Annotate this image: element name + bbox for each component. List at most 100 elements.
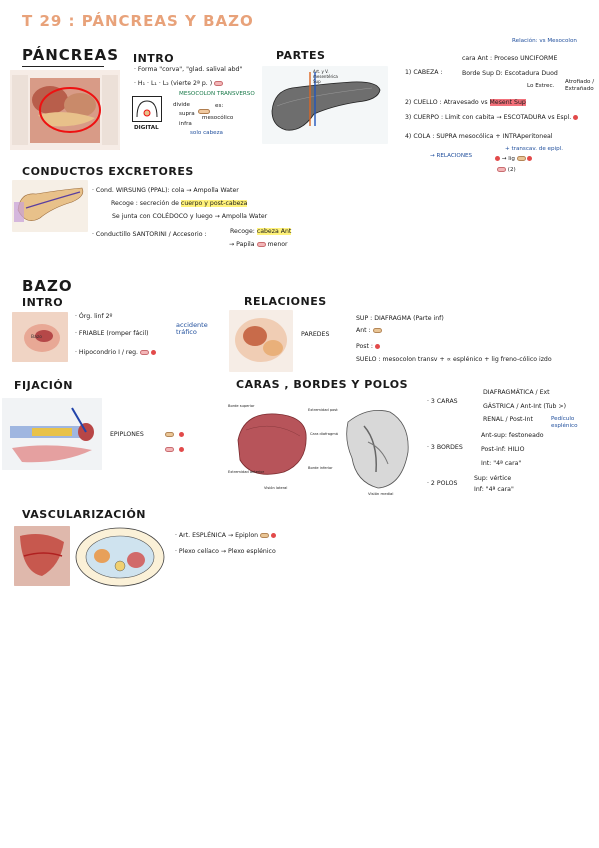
- mesocolon-label: MESOCOLON TRANSVERSO: [179, 91, 255, 97]
- intestine-icon: [497, 167, 506, 172]
- label-extremidad-anterior: Extremidad anterior: [228, 470, 265, 474]
- rel-line-1: + transcav. de epipl.: [505, 146, 563, 152]
- cabeza-ant-highlight: cabeza Ant: [256, 228, 292, 235]
- mesocolico-label: mesocólico: [202, 115, 234, 121]
- vasc-line-2: · Plexo celíaco → Plexo esplénico: [175, 548, 276, 555]
- epiplones-label: EPIPLONES: [110, 431, 144, 438]
- cabeza-atrofiado: Atrofiado / Extrañado: [565, 79, 595, 92]
- bazo-intro-line-2: · FRIABLE (romper fácil): [75, 330, 149, 337]
- vasc-line-1: · Art. ESPLÉNICA → Epiplon: [175, 532, 276, 540]
- kidney-icon-2: [165, 447, 174, 452]
- pancreas-intro-heading: INTRO: [133, 52, 175, 65]
- spleen-lateral-labels: Borde superior Extremidad posterior Cara…: [224, 400, 346, 492]
- solo-cabeza-label: solo cabeza: [190, 130, 223, 136]
- santorini-recoge-label: Recoge:: [230, 228, 255, 235]
- rel-line-3-text: (2): [507, 167, 516, 173]
- relaciones-suelo: SUELO : mesocolon transv + ∝ esplénico +…: [356, 356, 552, 363]
- borde-post-inf: Post-inf: HILIO: [481, 446, 525, 453]
- label-vision-lateral: Visión lateral: [264, 486, 288, 490]
- cabeza-label: 1) CABEZA :: [405, 69, 443, 76]
- cuerpo-highlight: cuerpo y post-cabeza: [180, 200, 248, 207]
- spleen-medial-image: [338, 402, 416, 498]
- kidney-icon: [374, 343, 380, 349]
- spleen-icon-4: [270, 532, 276, 538]
- digital-label: DIGITAL: [134, 125, 159, 131]
- spleen-icon-2: [179, 432, 185, 437]
- relaciones-post-text: Post :: [356, 343, 373, 350]
- conductos-line-1: · Cond. WIRSUNG (PPAL): cola → Ampolla W…: [92, 187, 239, 194]
- cabeza-line-2: Borde Sup D: Escotadura Duod: [462, 70, 558, 77]
- spleen-lateral-image: [224, 400, 336, 492]
- conductos-line-3: Se junta con COLÉDOCO y luego → Ampolla …: [112, 213, 268, 220]
- papila-row: → Papila menor: [229, 241, 288, 249]
- bordes-label: · 3 BORDES: [427, 444, 463, 451]
- artery-icon-2: [495, 156, 500, 161]
- cuello-row: 2) CUELLO : Atravesado vs Mesent Sup: [405, 99, 526, 107]
- vasc-image-2: [74, 526, 166, 588]
- borde-ant-sup: Ant-sup: festoneado: [481, 432, 544, 439]
- cuello-text: Atravesado vs: [443, 99, 488, 106]
- borde-int: Int: "4ª cara": [481, 460, 522, 467]
- epiplones-icons-1: [165, 424, 185, 443]
- digital-diagram: [132, 96, 162, 122]
- polo-inf: Inf: "4ª cara": [474, 486, 514, 493]
- cola-label: 4) COLA :: [405, 133, 435, 140]
- bazo-intro-line-3-text: · Hipocondrio I / reg.: [75, 349, 139, 356]
- bazo-heading: BAZO: [22, 277, 73, 295]
- fijacion-image: [2, 398, 102, 470]
- stomach-icon: [516, 156, 526, 161]
- parts-img-label: Art. y V. mesentérica Sup: [313, 69, 338, 84]
- bazo-intro-line-3: · Hipocondrio I / reg.: [75, 349, 156, 357]
- santorini-recoge: Recoge: cabeza Ant: [230, 228, 292, 236]
- partes-heading: PARTES: [276, 49, 326, 62]
- label-extremidad-posterior: Extremidad posterior: [308, 408, 346, 412]
- rel-line-3: (2): [497, 167, 516, 174]
- paredes-label: PAREDES: [301, 331, 330, 338]
- rel-line-2: → lig: [495, 156, 533, 163]
- vasc-image-1: [14, 526, 70, 586]
- relaciones-image: [229, 310, 293, 372]
- cabeza-line-1: cara Ant : Proceso UNCIFORME: [462, 55, 558, 62]
- es-label: es:: [215, 103, 224, 109]
- pancreas-intro-line-2-text: · H₁ · L₁ · L₂ (vierte 2ª p. ): [134, 80, 213, 87]
- stomach-icon-3: [372, 327, 382, 333]
- vasc-line-1-text: · Art. ESPLÉNICA → Epiplon: [175, 532, 259, 539]
- pancreas-small-icon: [198, 101, 210, 120]
- bazo-intro-image: [12, 312, 68, 362]
- cuerpo-text: Límit con cabita → ESCOTADURA vs Espl.: [445, 114, 572, 121]
- duodenum-icon-2: [256, 241, 266, 247]
- relaciones-heading: RELACIONES: [244, 295, 327, 308]
- conductos-line-2: Recoge : secreción de cuerpo y post-cabe…: [111, 200, 248, 208]
- conductos-line-2-text: Recoge : secreción de: [111, 200, 179, 207]
- relaciones-ant: Ant :: [356, 327, 382, 335]
- cuerpo-row: 3) CUERPO : Límit con cabita → ESCOTADUR…: [405, 114, 579, 122]
- artery-icon-3: [527, 156, 533, 161]
- pancreas-intro-line-2: · H₁ · L₁ · L₂ (vierte 2ª p. ): [134, 80, 224, 88]
- cuello-highlight: Mesent Sup: [489, 99, 526, 106]
- rel-line-2-text: → lig: [501, 156, 515, 162]
- spleen-icon-3: [179, 447, 185, 452]
- spleen-icon: [150, 349, 156, 355]
- cabeza-estrec: Lo Estrec.: [527, 83, 555, 89]
- polos-label: · 2 POLOS: [427, 480, 458, 487]
- pancreas-intro-line-1: · Forma "corva", "glad. salival abd": [134, 66, 243, 73]
- label-borde-inferior: Borde inferior: [308, 466, 333, 470]
- bazo-intro-heading: INTRO: [22, 296, 64, 309]
- caras-heading: CARAS , BORDES Y POLOS: [236, 378, 409, 391]
- relacion-mesocolon: Relación: vs Mesocolon: [512, 38, 577, 44]
- pancreas-anatomy-image: [10, 70, 120, 150]
- vasc-heading: VASCULARIZACIÓN: [22, 508, 147, 521]
- menor-label: menor: [267, 241, 288, 248]
- supra-label: supra: [179, 111, 195, 117]
- polo-sup: Sup: vértice: [474, 475, 512, 482]
- pediculo-label: Pedículo esplénico: [551, 416, 578, 429]
- conductos-heading: CONDUCTOS EXCRETORES: [22, 165, 194, 178]
- conductos-image: [12, 180, 88, 232]
- duodenum-icon: [214, 80, 224, 86]
- label-borde-superior: Borde superior: [228, 404, 255, 408]
- artery-icon: [573, 114, 579, 120]
- cara-renal: RENAL / Post-Int: [483, 416, 533, 423]
- stomach-icon-4: [165, 432, 174, 437]
- conductos-line-4: · Conductillo SANTORINI / Accesorio :: [92, 231, 207, 238]
- cara-diafragmatica: DIAFRAGMÁTICA / Ext: [483, 389, 550, 396]
